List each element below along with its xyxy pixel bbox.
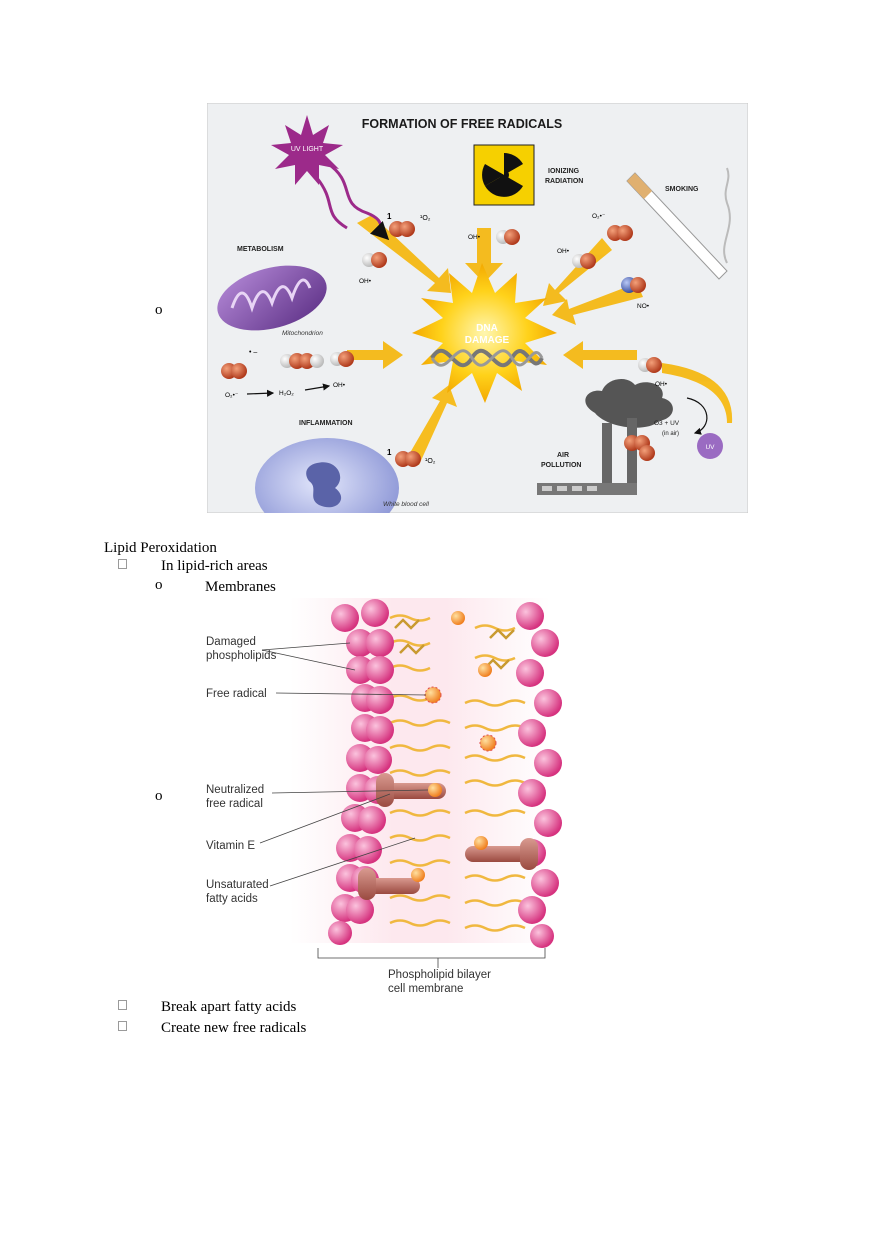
dna-damage-label-2: DAMAGE [465, 335, 510, 346]
molecule-superoxide-smoking [607, 225, 633, 241]
free-radicals-figure: FORMATION OF FREE RADICALS DNA DAMAGE UV… [207, 103, 748, 513]
damaged-label-1: Damaged [206, 636, 256, 648]
ionizing-label-1: IONIZING [548, 168, 580, 175]
free-radical-label: Free radical [206, 688, 267, 700]
fatty-acid-tails-right [464, 624, 526, 932]
bullet-lipid-rich: In lipid-rich areas [161, 558, 268, 574]
superoxide-label-metabolism: O₂•⁻ [225, 392, 238, 399]
inflammation-label: INFLAMMATION [299, 420, 353, 427]
h2o2-label: H₂O₂ [279, 390, 294, 397]
neutralized-label-1: Neutralized [206, 784, 264, 796]
uv-light-label: UV LIGHT [291, 146, 324, 153]
uv-light-star: UV LIGHT [271, 115, 390, 241]
leader-lines [259, 642, 546, 968]
cigarette-icon [626, 167, 731, 280]
section-heading: Lipid Peroxidation [104, 540, 217, 556]
bullet-create-radicals: Create new free radicals [161, 1020, 307, 1036]
no-label: NO• [637, 303, 650, 310]
bilayer-label-2: cell membrane [388, 983, 463, 995]
molecule-singlet-o2-bottom [395, 451, 421, 467]
metabolism-label: METABOLISM [237, 246, 284, 253]
singlet-number-bottom: 1 [387, 448, 392, 457]
vitamin-e-label: Vitamin E [206, 840, 255, 852]
radical-arrows [347, 215, 733, 465]
dna-damage-label-1: DNA [476, 323, 498, 334]
oh-label-smoking: OH• [557, 248, 570, 255]
molecule-oh-radiation [496, 229, 520, 245]
bilayer-figure: Damaged phospholipids Free radical Neutr… [200, 598, 580, 998]
singlet-o2-top: ¹O₂ [420, 215, 431, 222]
uv-small-burst: UV [697, 433, 723, 459]
bullet-break-apart: Break apart fatty acids [161, 999, 297, 1015]
molecule-oh-uv [362, 252, 387, 268]
bullet-square-icon [118, 559, 127, 569]
damaged-label-2: phospholipids [206, 650, 277, 662]
bilayer-label-1: Phospholipid bilayer [388, 969, 491, 981]
neutralized-label-2: free radical [206, 798, 263, 810]
bilayer-labels: Damaged phospholipids Free radical Neutr… [206, 636, 491, 995]
white-blood-cell-icon [255, 438, 399, 513]
ionizing-label-2: RADIATION [545, 178, 583, 185]
singlet-o2-bottom: ¹O₂ [425, 458, 436, 465]
molecule-singlet-o2-top [389, 221, 415, 237]
fatty-acid-tails-left [389, 614, 451, 927]
air-pollution-label-1: AIR [557, 452, 569, 459]
molecule-metabolism-chain [221, 351, 354, 379]
oh-label-metabolism: OH• [333, 382, 346, 389]
oh-label-pollution: OH• [655, 381, 668, 388]
oh-label-uv: OH• [359, 278, 372, 285]
bilayer-diagram: Damaged phospholipids Free radical Neutr… [206, 598, 562, 995]
molecule-no [621, 277, 646, 293]
superoxide-label-smoking: O₂•⁻ [592, 213, 605, 220]
sub-bullet-marker: o [155, 577, 163, 593]
uv-small-label: UV [705, 444, 715, 451]
unsaturated-label-2: fatty acids [206, 893, 258, 905]
phospholipid-heads-right [516, 602, 562, 948]
sub-bullet-marker: o [155, 302, 163, 318]
white-blood-cell-label: White blood cell [383, 501, 429, 508]
free-radicals [411, 611, 497, 882]
bullet-square-icon [118, 1021, 127, 1031]
in-air-label: (in air) [662, 431, 679, 437]
air-pollution-label-2: POLLUTION [541, 462, 581, 469]
molecule-oh-smoking [572, 253, 596, 269]
molecule-ozone [624, 435, 655, 461]
mitochondrion-label: Mitochondrion [282, 330, 323, 337]
bullet-square-icon [118, 1000, 127, 1010]
oh-label-radiation: OH• [468, 234, 481, 241]
sub-bullet-marker: o [155, 788, 163, 804]
unsaturated-label-1: Unsaturated [206, 879, 269, 891]
o3-uv-label: O3 + UV [654, 420, 680, 427]
smoking-label: SMOKING [665, 186, 699, 193]
mitochondrion-icon [217, 265, 327, 331]
molecule-oh-pollution [638, 357, 662, 373]
vitamin-e-molecules [358, 773, 538, 900]
radiation-symbol [473, 144, 535, 206]
free-radicals-diagram: FORMATION OF FREE RADICALS DNA DAMAGE UV… [207, 103, 748, 513]
factory-icon [537, 379, 673, 495]
sub-bullet-membranes: Membranes [205, 579, 276, 595]
figure1-title: FORMATION OF FREE RADICALS [362, 117, 562, 131]
dna-damage-burst: DNA DAMAGE [412, 263, 557, 403]
singlet-number-top: 1 [387, 212, 392, 221]
superoxide-dot-minus: • – [249, 349, 257, 356]
damaged-tails [394, 618, 515, 670]
